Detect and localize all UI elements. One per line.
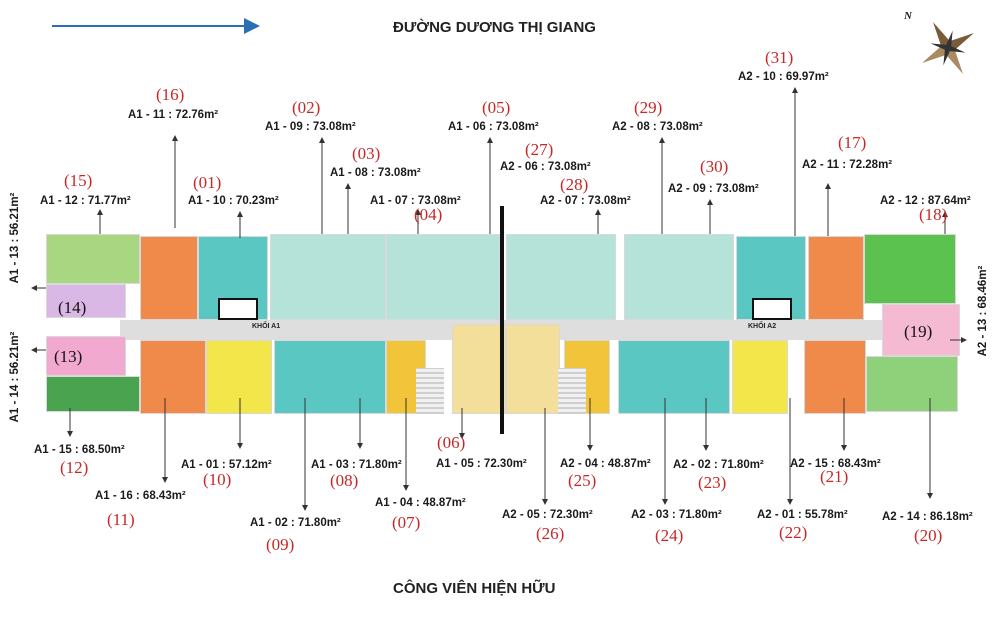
unit-a1-12 [46, 234, 140, 284]
unit-a1-05 [452, 324, 506, 414]
compass-north-letter: N [904, 10, 912, 22]
unit-number-a2-06: (27) [525, 140, 554, 159]
unit-number-a1-06: (05) [482, 98, 511, 117]
floor-plan: KHỐI A1 KHỐI A2 [40, 206, 962, 434]
unit-label-a1-07: A1 - 07 : 73.08m² [370, 195, 461, 207]
unit-number-a1-02: (09) [266, 535, 295, 554]
unit-label-a1-16: A1 - 16 : 68.43m² [95, 490, 186, 502]
unit-label-a2-07: A2 - 07 : 73.08m² [540, 195, 631, 207]
unit-label-a2-01: A2 - 01 : 55.78m² [757, 509, 848, 521]
unit-a1-13 [46, 284, 126, 318]
unit-number-a2-08: (29) [634, 98, 663, 117]
unit-label-a1-15: A1 - 15 : 68.50m² [34, 444, 125, 456]
unit-a1-15 [46, 376, 140, 412]
unit-number-a1-04: (07) [392, 513, 421, 532]
unit-a2-01 [732, 340, 788, 414]
unit-label-a1-04: A1 - 04 : 48.87m² [375, 497, 466, 509]
unit-a2-14 [866, 356, 958, 412]
unit-number-a2-13: (19) [904, 322, 933, 341]
unit-label-a2-04: A2 - 04 : 48.87m² [560, 458, 651, 470]
unit-number-a2-02: (23) [698, 473, 727, 492]
unit-a1-01 [206, 340, 272, 414]
unit-a1-14 [46, 336, 126, 376]
unit-number-a1-09: (02) [292, 98, 321, 117]
unit-number-a1-03: (08) [330, 471, 359, 490]
unit-label-a1-06: A1 - 06 : 73.08m² [448, 121, 539, 133]
unit-number-a1-10: (01) [193, 173, 222, 192]
unit-a2-15 [804, 340, 866, 414]
unit-label-a2-02: A2 - 02 : 71.80m² [673, 459, 764, 471]
unit-number-a2-03: (24) [655, 526, 684, 545]
block-divider [500, 206, 504, 434]
unit-label-a2-11: A2 - 11 : 72.28m² [802, 159, 893, 171]
unit-number-a1-08: (03) [352, 144, 381, 163]
unit-label-a2-13: A2 - 13 : 68.46m² [977, 265, 989, 357]
unit-number-a2-09: (30) [700, 157, 729, 176]
street-top-label: ĐƯỜNG DƯƠNG THỊ GIANG [393, 19, 596, 36]
unit-number-a2-10: (31) [765, 48, 794, 67]
unit-a2-06 [506, 234, 616, 320]
unit-label-a1-03: A1 - 03 : 71.80m² [311, 459, 402, 471]
unit-label-a2-03: A2 - 03 : 71.80m² [631, 509, 722, 521]
unit-a1-02 [274, 340, 386, 414]
elevator-core-a2 [752, 298, 792, 320]
unit-a2-13 [882, 304, 960, 356]
unit-label-a1-13: A1 - 13 : 56.21m² [9, 192, 21, 284]
compass-rose-icon [912, 12, 984, 82]
unit-number-a1-13: (14) [58, 298, 87, 317]
unit-label-a2-12: A2 - 12 : 87.64m² [880, 195, 971, 207]
unit-label-a1-12: A1 - 12 : 71.77m² [40, 195, 131, 207]
unit-number-a1-01: (10) [203, 470, 232, 489]
unit-number-a2-01: (22) [779, 523, 808, 542]
unit-number-a2-07: (28) [560, 175, 589, 194]
unit-a2-05 [506, 324, 560, 414]
stair-core-a1 [416, 368, 444, 414]
street-bottom-label: CÔNG VIÊN HIỆN HỮU [393, 580, 556, 597]
unit-number-a1-15: (12) [60, 458, 89, 477]
unit-number-a2-12: (18) [919, 205, 948, 224]
unit-number-a2-14: (20) [914, 526, 943, 545]
block-a1-label: KHỐI A1 [252, 323, 281, 330]
unit-label-a2-06: A2 - 06 : 73.08m² [500, 161, 591, 173]
unit-label-a1-11: A1 - 11 : 72.76m² [128, 109, 219, 121]
unit-number-a1-12: (15) [64, 171, 93, 190]
unit-label-a2-15: A2 - 15 : 68.43m² [790, 458, 881, 470]
unit-number-a2-05: (26) [536, 524, 565, 543]
unit-label-a1-01: A1 - 01 : 57.12m² [181, 459, 272, 471]
unit-number-a1-14: (13) [54, 347, 83, 366]
unit-a2-12 [864, 234, 956, 304]
block-a2-label: KHỐI A2 [748, 323, 777, 330]
unit-label-a2-08: A2 - 08 : 73.08m² [612, 121, 703, 133]
unit-number-a1-16: (11) [107, 510, 135, 529]
unit-label-a2-14: A2 - 14 : 86.18m² [882, 511, 973, 523]
unit-number-a1-11: (16) [156, 85, 185, 104]
unit-number-a1-05: (06) [437, 433, 466, 452]
unit-label-a1-02: A1 - 02 : 71.80m² [250, 517, 341, 529]
unit-label-a1-05: A1 - 05 : 72.30m² [436, 458, 527, 470]
unit-a1-09 [270, 234, 386, 320]
unit-label-a1-08: A1 - 08 : 73.08m² [330, 167, 421, 179]
unit-a1-07 [386, 234, 500, 320]
unit-a2-03 [618, 340, 730, 414]
stair-core-a2 [558, 368, 586, 414]
unit-label-a1-14: A1 - 14 : 56.21m² [9, 331, 21, 423]
unit-label-a2-09: A2 - 09 : 73.08m² [668, 183, 759, 195]
unit-label-a2-10: A2 - 10 : 69.97m² [738, 71, 829, 83]
unit-label-a2-05: A2 - 05 : 72.30m² [502, 509, 593, 521]
unit-a2-08 [624, 234, 734, 320]
unit-number-a2-11: (17) [838, 133, 867, 152]
unit-number-a1-07: (04) [414, 205, 443, 224]
unit-label-a1-09: A1 - 09 : 73.08m² [265, 121, 356, 133]
elevator-core-a1 [218, 298, 258, 320]
unit-label-a1-10: A1 - 10 : 70.23m² [188, 195, 279, 207]
unit-number-a2-04: (25) [568, 471, 597, 490]
unit-number-a2-15: (21) [820, 467, 849, 486]
unit-a2-11 [808, 236, 864, 320]
unit-a1-11 [140, 236, 198, 320]
unit-a1-16 [140, 340, 206, 414]
